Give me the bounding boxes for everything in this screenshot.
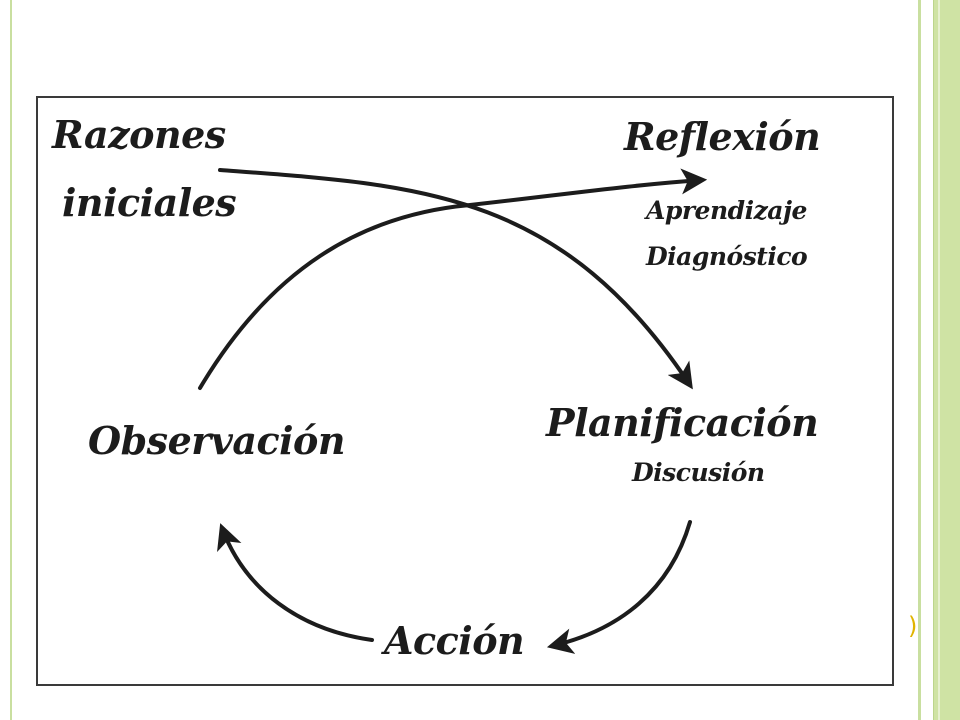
node-reflexion-sub-aprendizaje: Aprendizaje xyxy=(646,196,807,225)
node-razones-line1: Razones xyxy=(52,112,226,157)
slide-border-left xyxy=(10,0,12,720)
slide-side-bar xyxy=(933,0,960,720)
node-accion: Acción xyxy=(384,618,525,663)
edge-razones-to-planificacion xyxy=(218,168,693,390)
node-razones-line2: iniciales xyxy=(62,180,237,225)
edge-observacion-to-reflexion xyxy=(198,168,708,390)
node-observacion: Observación xyxy=(88,418,346,463)
slide-border-right xyxy=(918,0,921,720)
node-planificacion-sub-discusion: Discusión xyxy=(632,458,765,487)
node-reflexion-sub-diagnostico: Diagnóstico xyxy=(646,242,808,271)
cut-off-glyph: ) xyxy=(908,612,918,640)
node-reflexion: Reflexión xyxy=(624,114,821,159)
edge-planificacion-to-accion xyxy=(546,520,692,654)
diagram-frame xyxy=(36,96,894,686)
edge-accion-to-observacion xyxy=(217,523,374,642)
node-planificacion: Planificación xyxy=(546,400,819,445)
